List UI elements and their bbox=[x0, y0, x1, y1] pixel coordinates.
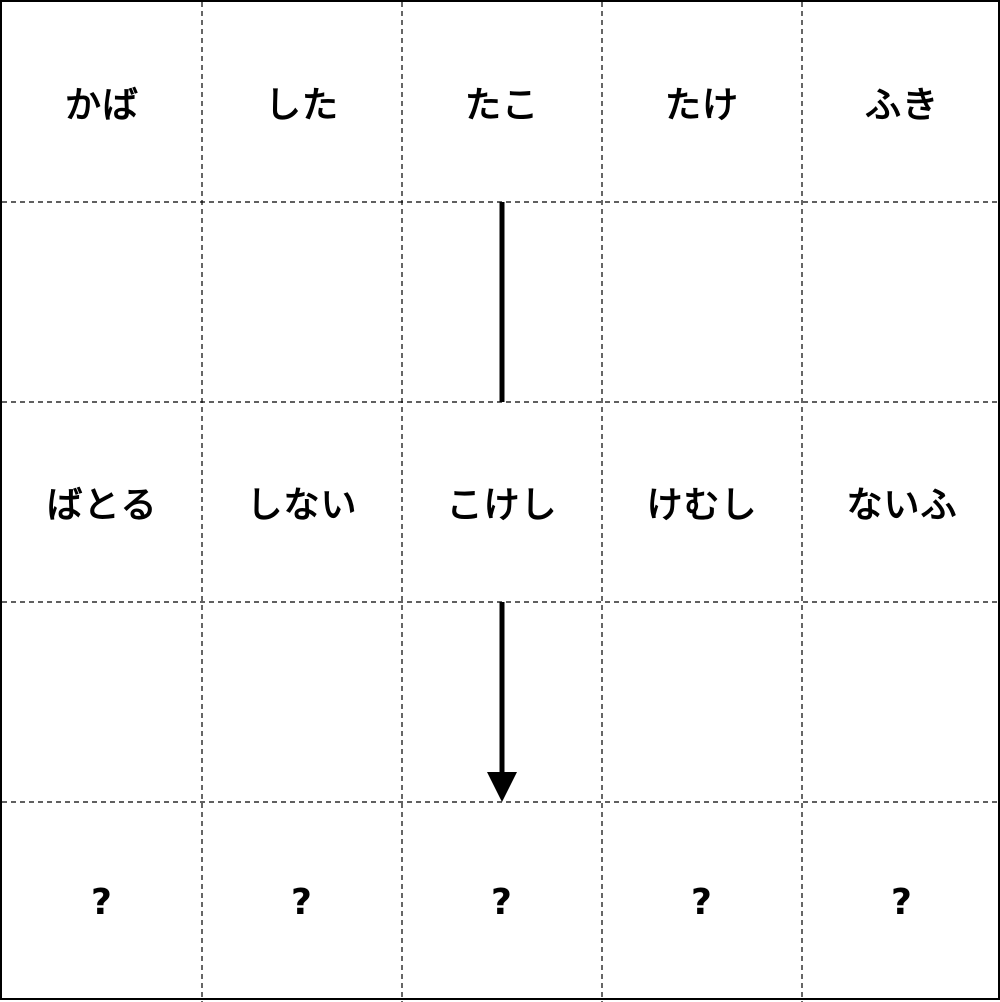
top-cell-1: かば bbox=[64, 85, 139, 126]
answer-cell-5: ? bbox=[891, 881, 913, 923]
top-cell-3: たこ bbox=[464, 85, 539, 126]
top-cell-4: たけ bbox=[664, 85, 739, 126]
answer-cell-3: ? bbox=[491, 881, 513, 923]
answer-cell-2: ? bbox=[291, 881, 313, 923]
arrow-head bbox=[487, 772, 517, 802]
answer-cell-4: ? bbox=[691, 881, 713, 923]
answer-cell-1: ? bbox=[91, 881, 113, 923]
middle-cell-1: ばとる bbox=[46, 485, 158, 526]
top-cell-2: した bbox=[264, 85, 339, 126]
middle-cell-5: ないふ bbox=[846, 485, 958, 526]
top-cell-5: ふき bbox=[864, 85, 939, 126]
middle-cell-2: しない bbox=[246, 485, 358, 526]
middle-cell-3: こけし bbox=[446, 485, 558, 526]
middle-cell-4: けむし bbox=[646, 485, 758, 526]
